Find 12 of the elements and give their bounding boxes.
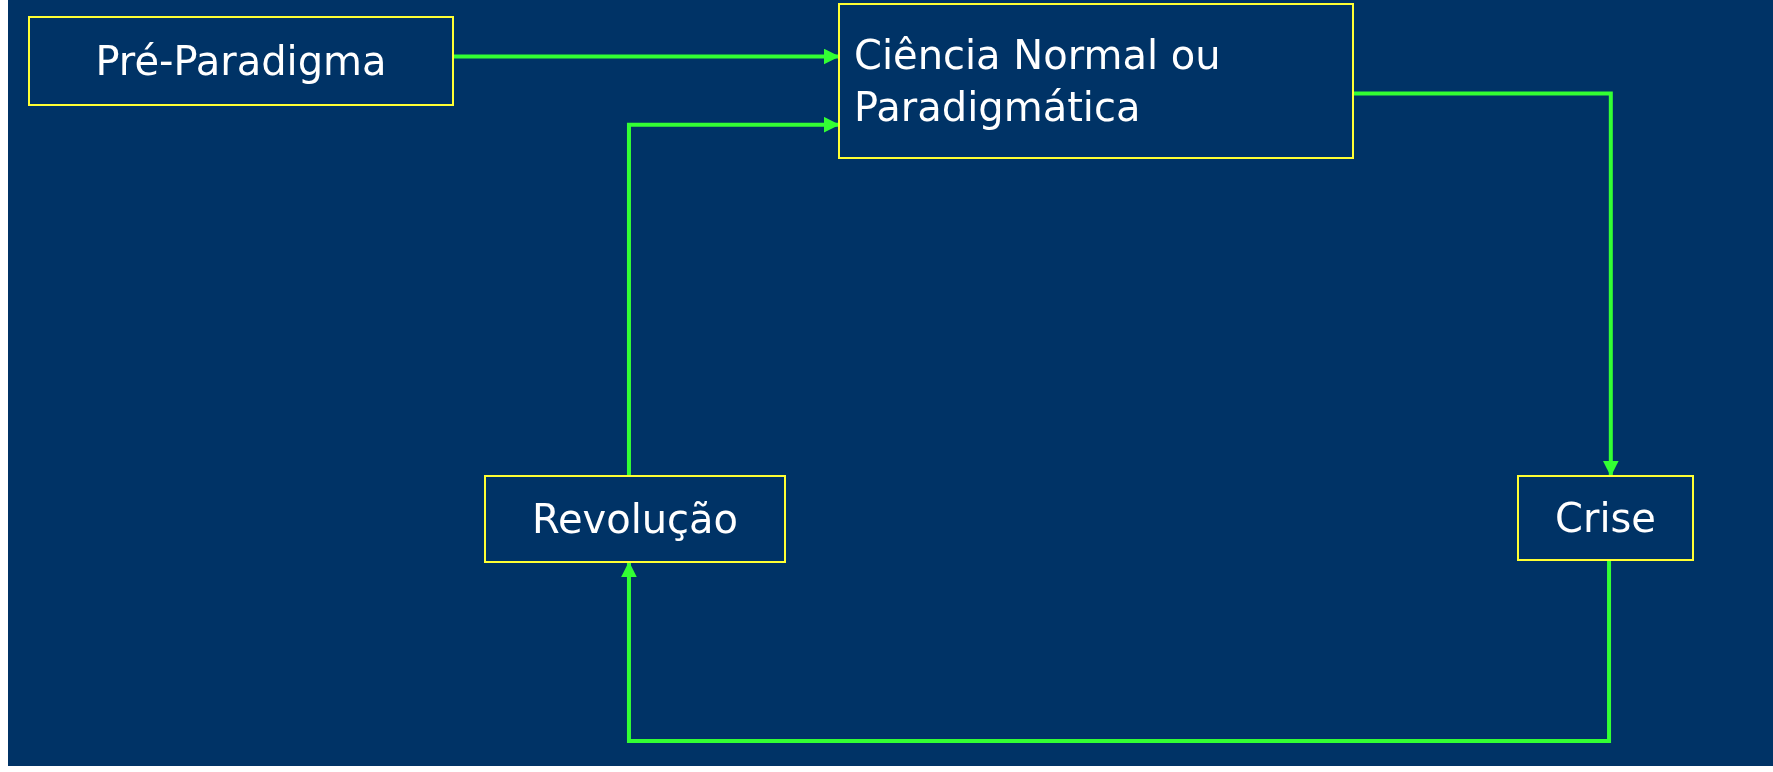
box-label: Ciência Normal ou Paradigmática [854,31,1222,132]
process-box [484,475,786,563]
process-box [838,3,1354,159]
arrow [454,48,840,65]
box-label: Crise [1555,494,1656,543]
box-label: Pré-Paradigma [95,37,387,86]
box-label: Revolução [531,495,739,544]
arrow [626,116,840,475]
arrow [1354,91,1619,477]
arrow [620,561,1612,743]
process-box [28,16,454,106]
process-box [1517,475,1694,561]
